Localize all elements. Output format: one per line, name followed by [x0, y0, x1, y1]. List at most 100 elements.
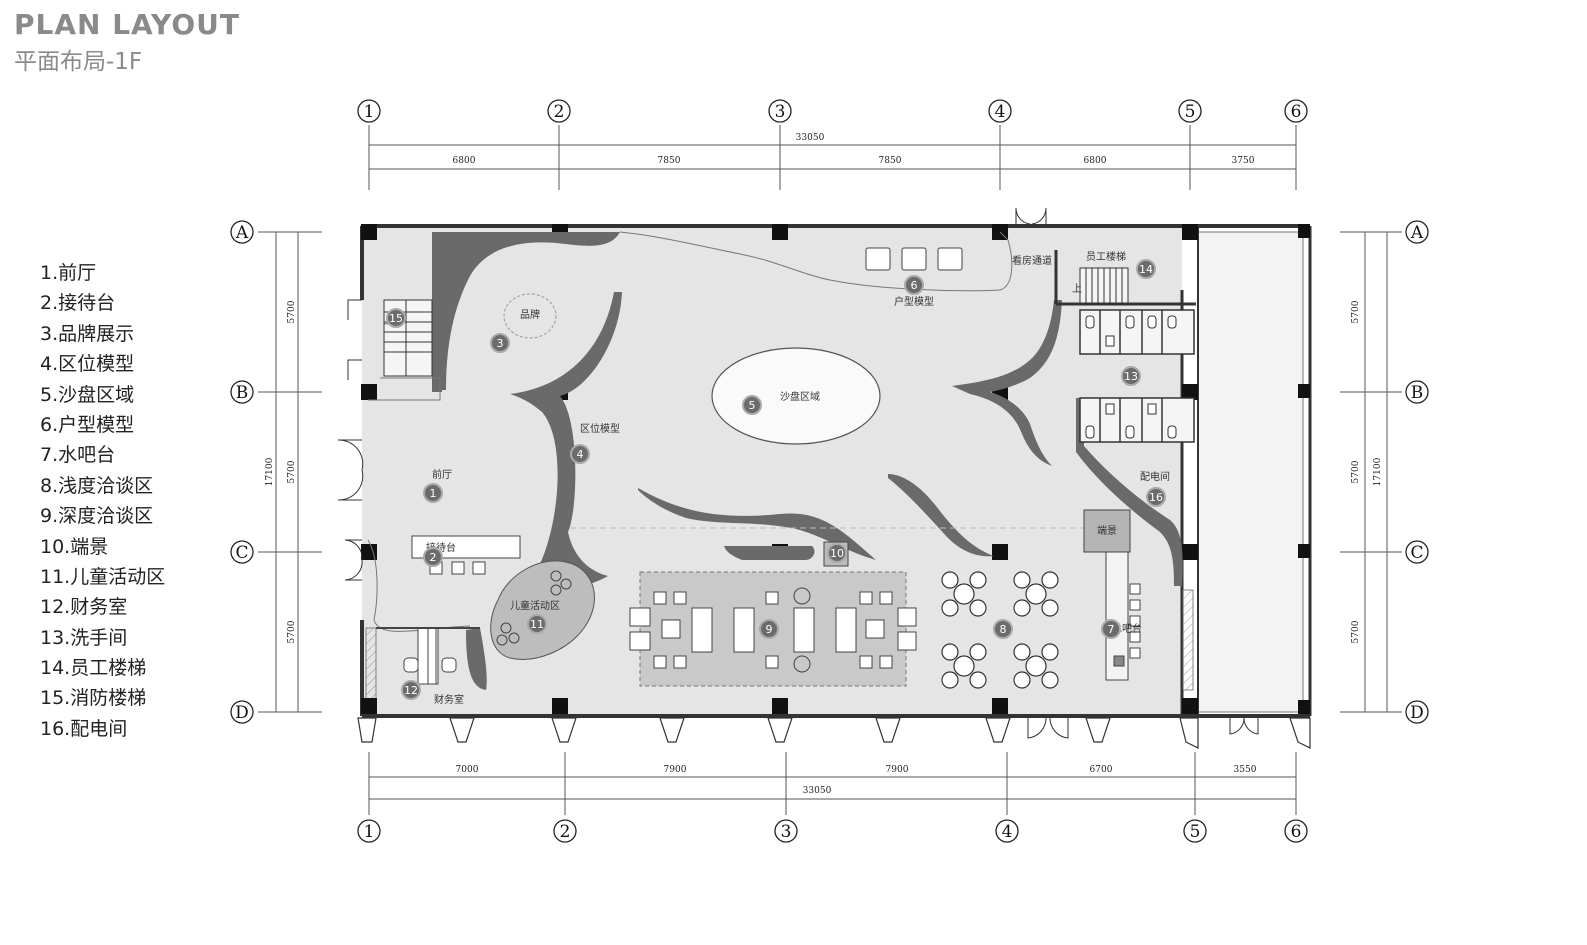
finance-room-furniture [376, 627, 480, 685]
marker-5: 5 [742, 395, 762, 415]
axis-label-d: D [235, 703, 249, 723]
hatched-wall-right [1182, 589, 1194, 691]
legend-item: 4.区位模型 [40, 353, 135, 376]
dim-right-total: 17100 [1373, 457, 1383, 486]
area-markers: 1 2 3 4 5 6 7 8 9 10 11 12 13 14 15 16 [386, 259, 1166, 700]
axis-label-3-bottom: 3 [781, 822, 792, 842]
svg-text:12: 12 [404, 684, 418, 697]
label-staff-stair: 员工楼梯 [1086, 250, 1126, 263]
legend-item: 10.端景 [40, 535, 109, 558]
label-power-room: 配电间 [1140, 470, 1170, 483]
axis-label-a: A [235, 223, 249, 243]
svg-text:5: 5 [749, 399, 756, 412]
brand-display [503, 293, 557, 339]
legend-item: 9.深度洽谈区 [40, 505, 154, 528]
label-location-model: 区位模型 [580, 422, 620, 435]
legend-item: 5.沙盘区域 [40, 383, 135, 406]
label-unit-model: 户型模型 [894, 295, 934, 308]
left-dimension-lines [258, 231, 322, 713]
title-cn: 平面布局-1F [14, 49, 143, 75]
svg-text:1: 1 [430, 487, 437, 500]
dim-bottom-5: 3550 [1234, 765, 1257, 775]
dim-bottom-total: 33050 [803, 786, 832, 796]
dim-bottom-4: 6700 [1090, 765, 1113, 775]
svg-text:6: 6 [911, 279, 918, 292]
marker-15: 15 [386, 308, 406, 328]
svg-text:2: 2 [430, 551, 437, 564]
axis-label-2: 2 [554, 102, 565, 122]
legend-item: 11.儿童活动区 [40, 565, 166, 588]
dim-right-2: 5700 [1351, 460, 1361, 483]
axis-label-a-right: A [1410, 223, 1424, 243]
shallow-negotiation-tables [941, 571, 1059, 689]
svg-text:11: 11 [530, 618, 544, 631]
doors-left [337, 299, 364, 581]
dim-left-2: 5700 [287, 460, 297, 483]
right-dimension-lines [1340, 231, 1402, 713]
bottom-dimension-lines [368, 752, 1297, 815]
hatched-wall-left [365, 627, 377, 709]
axis-label-5: 5 [1185, 102, 1196, 122]
legend-item: 15.消防楼梯 [40, 687, 147, 710]
top-dimension-lines [368, 125, 1297, 190]
label-end-view: 端景 [1097, 524, 1117, 537]
sand-table [711, 347, 881, 445]
dim-top-5: 3750 [1232, 156, 1255, 166]
title-en: PLAN LAYOUT [14, 8, 240, 41]
label-corridor: 看房通道 [1012, 254, 1052, 267]
dim-top-3: 7850 [879, 156, 902, 166]
dim-top-2: 7850 [658, 156, 681, 166]
dim-left-3: 5700 [287, 620, 297, 643]
dim-left-total: 17100 [265, 457, 275, 486]
label-children-area: 儿童活动区 [510, 599, 560, 612]
doors-bottom [1027, 717, 1259, 739]
legend-item: 2.接待台 [40, 292, 116, 315]
svg-text:14: 14 [1139, 263, 1153, 276]
axis-label-3: 3 [775, 102, 786, 122]
dim-right-3: 5700 [1351, 620, 1361, 643]
axis-label-c-right: C [1410, 543, 1423, 563]
legend-item: 6.户型模型 [40, 413, 135, 436]
axis-label-1: 1 [364, 102, 375, 122]
axis-label-b: B [236, 383, 249, 403]
axis-label-c: C [235, 543, 248, 563]
svg-text:13: 13 [1124, 370, 1138, 383]
legend-item: 12.财务室 [40, 596, 128, 619]
dim-top-1: 6800 [453, 156, 476, 166]
dim-top-total: 33050 [796, 133, 825, 143]
marker-14: 14 [1136, 259, 1156, 279]
axis-label-6-bottom: 6 [1291, 822, 1302, 842]
label-sand-table: 沙盘区域 [780, 390, 820, 403]
children-area [490, 560, 595, 660]
axis-label-4-bottom: 4 [1002, 822, 1013, 842]
svg-text:8: 8 [1000, 623, 1007, 636]
unit-model-displays [865, 247, 963, 271]
open-bay [1197, 231, 1304, 713]
marker-13: 13 [1121, 366, 1141, 386]
axis-label-6: 6 [1291, 102, 1302, 122]
marker-9: 9 [759, 619, 779, 639]
axis-label-2-bottom: 2 [560, 822, 571, 842]
svg-text:10: 10 [830, 547, 844, 560]
children-toys [496, 570, 572, 646]
exterior-walls [360, 224, 1312, 718]
legend-item: 7.水吧台 [40, 444, 116, 467]
axis-bubbles-rows [230, 220, 1429, 724]
dim-left-1: 5700 [287, 300, 297, 323]
marker-4: 4 [570, 444, 590, 464]
label-finance-room: 财务室 [434, 693, 464, 706]
window-bays-bottom [357, 717, 1311, 749]
svg-text:9: 9 [766, 623, 773, 636]
svg-text:7: 7 [1108, 623, 1115, 636]
label-brand: 品牌 [520, 308, 540, 321]
toilet-fixtures [1085, 315, 1177, 439]
marker-8: 8 [993, 619, 1013, 639]
legend-item: 8.浅度洽谈区 [40, 474, 154, 497]
dim-bottom-2: 7900 [664, 765, 687, 775]
axis-bubbles-top [357, 99, 1308, 123]
axis-label-5-bottom: 5 [1190, 822, 1201, 842]
legend-item: 14.员工楼梯 [40, 657, 147, 680]
marker-6: 6 [904, 275, 924, 295]
deep-negotiation-furniture [629, 587, 917, 673]
